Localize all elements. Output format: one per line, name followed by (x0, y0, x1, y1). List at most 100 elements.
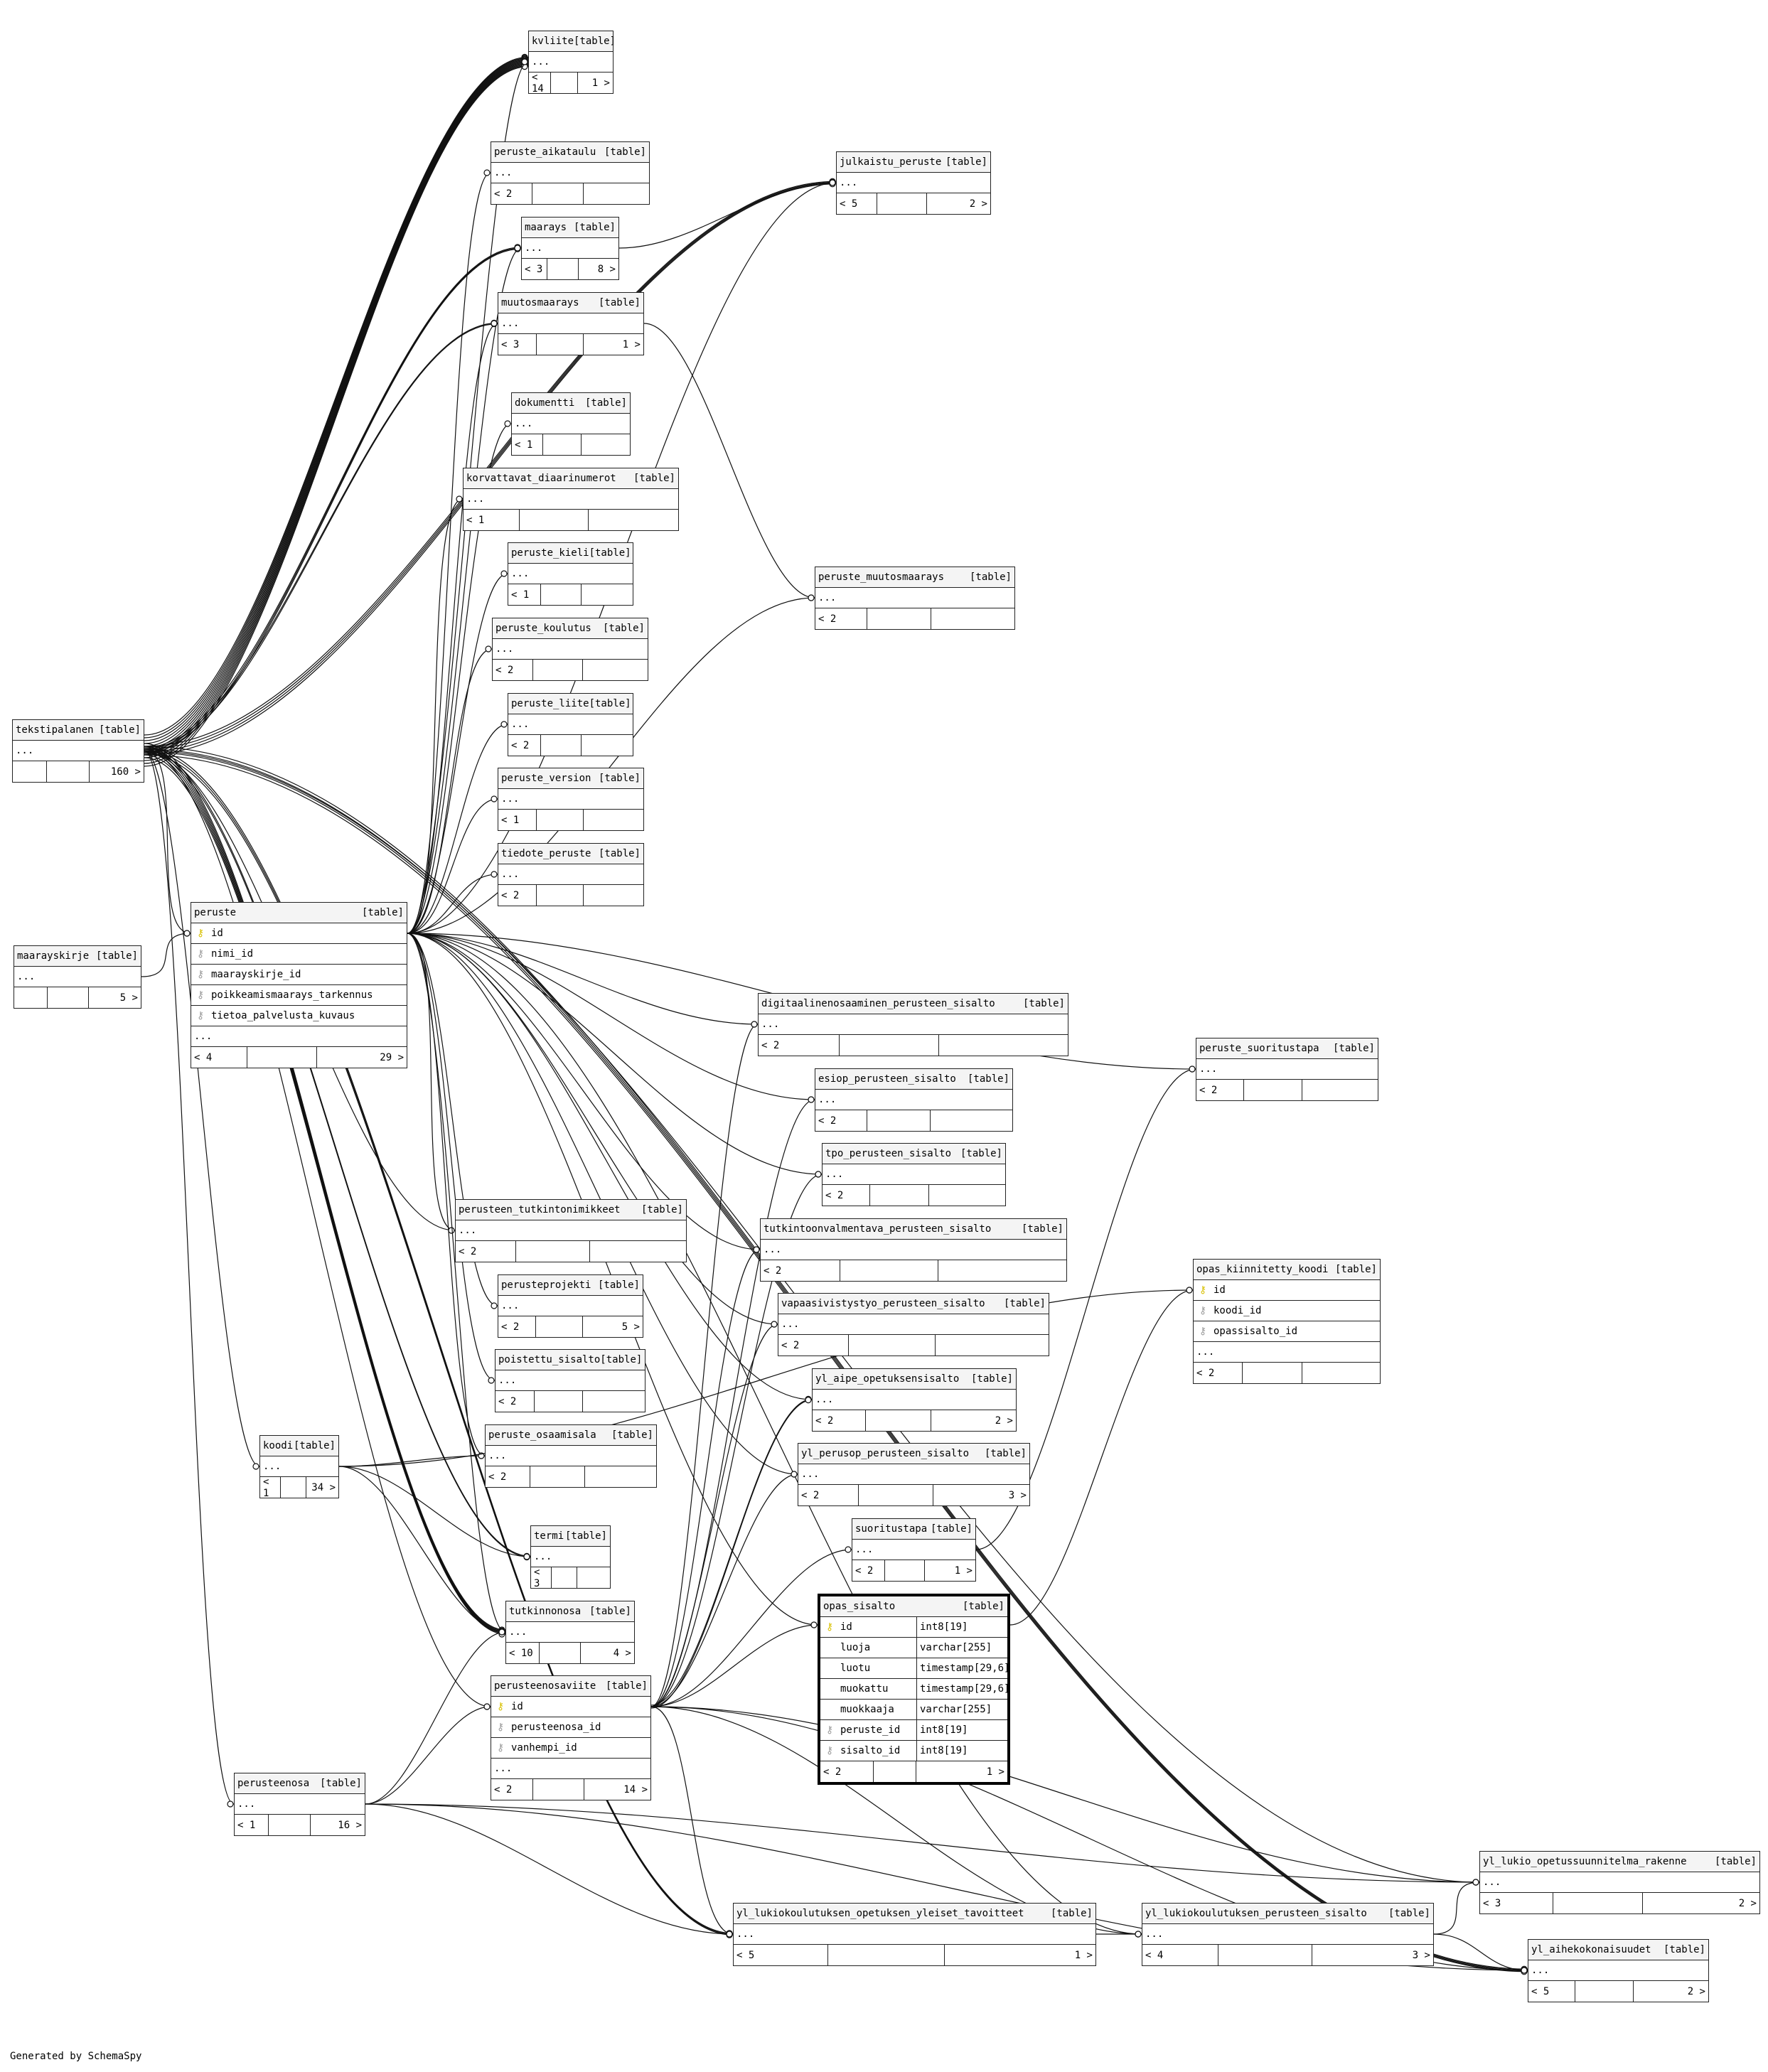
parents-count[interactable]: 1 > (1074, 1949, 1093, 1961)
table-peruste_suoritustapa[interactable]: peruste_suoritustapa[table]...< 2 (1196, 1038, 1378, 1101)
footer-cell[interactable] (532, 183, 584, 204)
footer-cell[interactable] (870, 1185, 929, 1206)
parents-count[interactable] (584, 183, 649, 204)
parents-count[interactable]: 4 > (613, 1647, 631, 1659)
parents-count[interactable]: 2 > (1687, 1985, 1705, 1997)
table-maarayskirje[interactable]: maarayskirje[table]...5 > (14, 945, 141, 1009)
table-yl_lukio_ops[interactable]: yl_lukio_opetussuunnitelma_rakenne[table… (1479, 1851, 1760, 1914)
footer-cell[interactable] (1553, 1893, 1643, 1913)
children-count[interactable]: < 5 (1528, 1981, 1575, 2002)
footer-cell[interactable] (540, 1643, 581, 1663)
children-count[interactable]: < 2 (491, 1779, 533, 1800)
table-tpo[interactable]: tpo_perusteen_sisalto[table]...< 2 (822, 1143, 1006, 1206)
children-count[interactable]: < 3 (1480, 1893, 1553, 1913)
footer-cell[interactable] (533, 1779, 584, 1800)
footer-cell[interactable] (269, 1815, 311, 1835)
table-opas_kiinnitetty_koodi[interactable]: opas_kiinnitetty_koodi[table]⚷id⚷koodi_i… (1193, 1259, 1381, 1384)
children-count[interactable]: < 4 (1142, 1945, 1218, 1965)
parents-count[interactable] (584, 810, 643, 830)
footer-cell[interactable] (247, 1047, 317, 1068)
footer-cell[interactable] (537, 810, 584, 830)
parents-count[interactable]: 29 > (380, 1051, 404, 1063)
children-count[interactable]: < 2 (852, 1560, 885, 1581)
table-tekstipalanen[interactable]: tekstipalanen[table]...160 > (12, 719, 144, 783)
parents-count[interactable] (1302, 1080, 1378, 1100)
children-count[interactable]: < 2 (798, 1485, 859, 1505)
children-count[interactable]: < 1 (508, 584, 541, 605)
parents-count[interactable]: 2 > (969, 198, 987, 210)
children-count[interactable] (13, 761, 47, 782)
footer-cell[interactable] (516, 1241, 590, 1262)
parents-count[interactable]: 5 > (119, 992, 138, 1004)
footer-cell[interactable] (866, 1410, 931, 1431)
table-digitaalinen[interactable]: digitaalinenosaaminen_perusteen_sisalto[… (758, 993, 1068, 1056)
children-count[interactable]: < 2 (486, 1466, 530, 1487)
footer-cell[interactable] (543, 434, 582, 455)
parents-count[interactable] (929, 1185, 1005, 1206)
children-count[interactable]: < 3 (498, 334, 537, 355)
footer-cell[interactable] (1218, 1945, 1312, 1965)
table-yl_perusop[interactable]: yl_perusop_perusteen_sisalto[table]...< … (798, 1443, 1030, 1506)
children-count[interactable]: < 2 (508, 735, 541, 756)
footer-cell[interactable] (867, 1110, 931, 1131)
children-count[interactable]: < 10 (506, 1643, 540, 1663)
footer-cell[interactable] (281, 1477, 306, 1498)
footer-cell[interactable] (536, 1316, 583, 1337)
footer-cell[interactable] (867, 608, 931, 629)
table-peruste_kieli[interactable]: peruste_kieli[table]...< 1 (508, 542, 633, 606)
table-tiedote_peruste[interactable]: tiedote_peruste[table]...< 2 (498, 843, 644, 906)
parents-count[interactable]: 1 > (591, 77, 610, 89)
children-count[interactable]: < 3 (522, 259, 547, 279)
table-poistettu_sisalto[interactable]: poistettu_sisalto[table]...< 2 (495, 1349, 645, 1412)
table-yl_lukio_perusteen[interactable]: yl_lukiokoulutuksen_perusteen_sisalto[ta… (1142, 1903, 1434, 1966)
parents-count[interactable] (583, 660, 648, 680)
table-perusteen_tutkintonimikkeet[interactable]: perusteen_tutkintonimikkeet[table]...< 2 (455, 1199, 687, 1262)
parents-count[interactable]: 160 > (110, 766, 141, 778)
footer-cell[interactable] (840, 1035, 939, 1056)
footer-cell[interactable] (551, 73, 578, 93)
footer-cell[interactable] (530, 1466, 585, 1487)
table-yl_lukio_yleiset[interactable]: yl_lukiokoulutuksen_opetuksen_yleiset_ta… (733, 1903, 1096, 1966)
children-count[interactable] (14, 987, 48, 1008)
footer-cell[interactable] (552, 1567, 577, 1588)
table-termi[interactable]: termi[table]...< 3 (530, 1525, 611, 1589)
table-vapaasivistystyo[interactable]: vapaasivistystyo_perusteen_sisalto[table… (778, 1293, 1049, 1356)
children-count[interactable]: < 2 (813, 1410, 866, 1431)
parents-count[interactable]: 8 > (597, 263, 616, 275)
children-count[interactable]: < 2 (761, 1260, 840, 1281)
footer-cell[interactable] (877, 193, 927, 214)
parents-count[interactable]: 14 > (623, 1783, 648, 1795)
children-count[interactable]: < 2 (498, 885, 537, 906)
parents-count[interactable] (931, 608, 1014, 629)
footer-cell[interactable] (840, 1260, 938, 1281)
footer-cell[interactable] (47, 761, 90, 782)
children-count[interactable]: < 5 (734, 1945, 828, 1965)
table-korvattavat_diaarinumerot[interactable]: korvattavat_diaarinumerot[table]...< 1 (463, 468, 679, 531)
table-dokumentti[interactable]: dokumentti[table]...< 1 (511, 392, 631, 456)
parents-count[interactable] (939, 1035, 1068, 1056)
footer-cell[interactable] (48, 987, 89, 1008)
parents-count[interactable] (582, 434, 630, 455)
children-count[interactable]: < 2 (498, 1316, 536, 1337)
parents-count[interactable]: 2 > (1738, 1897, 1757, 1909)
table-peruste_version[interactable]: peruste_version[table]...< 1 (498, 768, 644, 831)
children-count[interactable]: < 2 (491, 183, 532, 204)
children-count[interactable]: < 1 (464, 510, 520, 530)
children-count[interactable]: < 2 (495, 1391, 535, 1412)
children-count[interactable]: < 2 (1194, 1363, 1243, 1383)
parents-count[interactable] (931, 1110, 1012, 1131)
parents-count[interactable]: 5 > (621, 1321, 640, 1333)
table-peruste_muutosmaarays[interactable]: peruste_muutosmaarays[table]...< 2 (815, 567, 1015, 630)
footer-cell[interactable] (874, 1761, 916, 1782)
footer-cell[interactable] (849, 1335, 936, 1356)
